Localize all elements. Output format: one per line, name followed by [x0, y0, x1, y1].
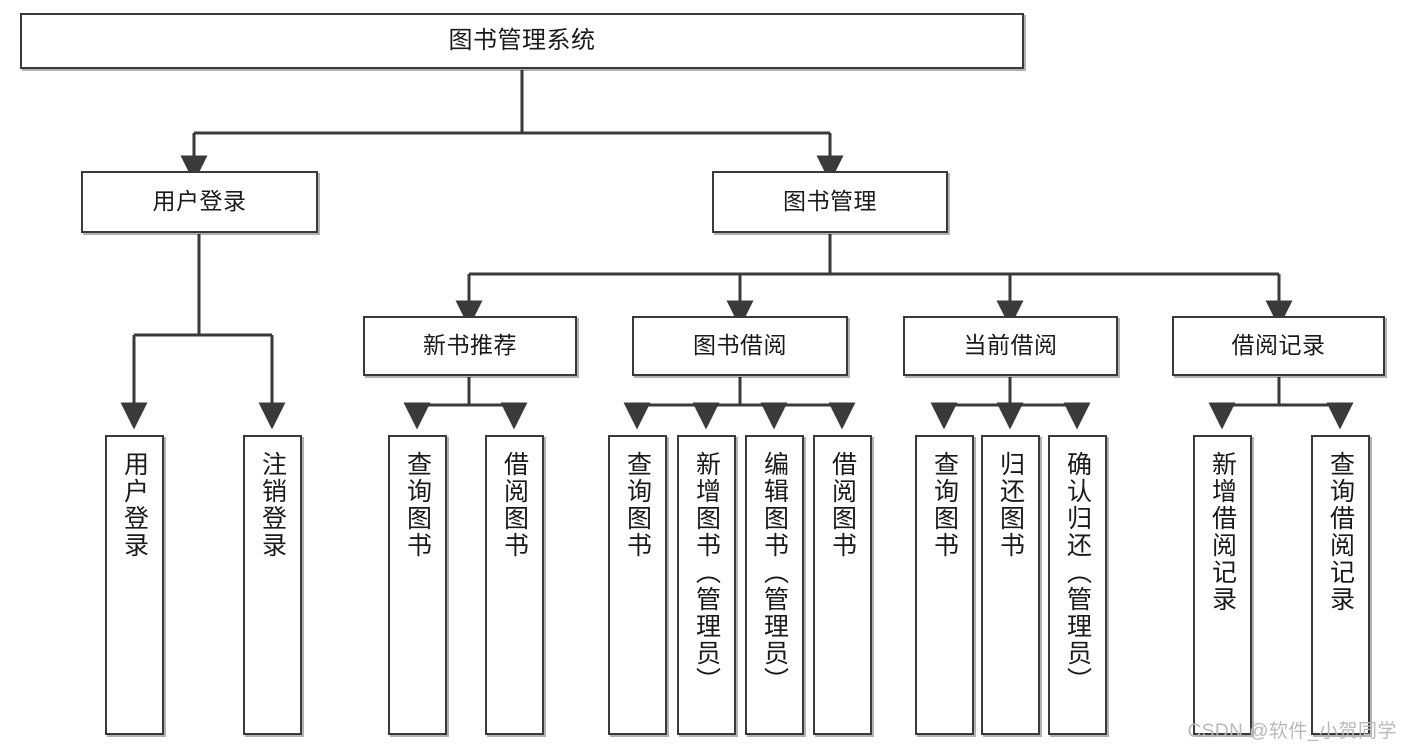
leaf-query-book-3-label: 查询图书 [930, 451, 959, 559]
watermark: CSDN @软件_小贺同学 [1187, 721, 1397, 742]
leaf-edit-book-label: 编辑图书（管理员） [760, 451, 789, 694]
leaf-query-book-2[interactable]: 查询图书 [608, 435, 667, 735]
leaf-confirm-return-label: 确认归还（管理员） [1063, 451, 1092, 694]
node-book-manage-label: 图书管理 [783, 188, 877, 215]
leaf-logout-login[interactable]: 注销登录 [243, 435, 302, 735]
leaf-user-login-label: 用户登录 [120, 451, 149, 559]
node-user-login[interactable]: 用户登录 [81, 171, 318, 233]
leaf-add-book-label: 新增图书（管理员） [692, 451, 721, 694]
node-book-borrow-label: 图书借阅 [693, 332, 787, 359]
node-root[interactable]: 图书管理系统 [20, 13, 1024, 69]
leaf-logout-login-label: 注销登录 [258, 451, 287, 559]
leaf-query-book-3[interactable]: 查询图书 [915, 435, 974, 735]
leaf-add-book[interactable]: 新增图书（管理员） [677, 435, 736, 735]
leaf-return-book-label: 归还图书 [996, 451, 1025, 559]
node-book-manage[interactable]: 图书管理 [712, 171, 948, 233]
node-new-book-recommend-label: 新书推荐 [423, 332, 517, 359]
leaf-user-login[interactable]: 用户登录 [105, 435, 164, 735]
leaf-return-book[interactable]: 归还图书 [981, 435, 1040, 735]
leaf-query-book-2-label: 查询图书 [623, 451, 652, 559]
node-new-book-recommend[interactable]: 新书推荐 [363, 316, 577, 376]
leaf-query-record[interactable]: 查询借阅记录 [1311, 435, 1370, 735]
leaf-query-record-label: 查询借阅记录 [1326, 451, 1355, 613]
leaf-borrow-book-2-label: 借阅图书 [828, 451, 857, 559]
leaf-borrow-book-2[interactable]: 借阅图书 [813, 435, 872, 735]
node-borrow-record[interactable]: 借阅记录 [1172, 316, 1385, 376]
leaf-borrow-book-1[interactable]: 借阅图书 [485, 435, 544, 735]
leaf-add-record[interactable]: 新增借阅记录 [1193, 435, 1252, 735]
leaf-add-record-label: 新增借阅记录 [1208, 451, 1237, 613]
leaf-query-book-1[interactable]: 查询图书 [388, 435, 447, 735]
leaf-confirm-return[interactable]: 确认归还（管理员） [1048, 435, 1107, 735]
node-borrow-record-label: 借阅记录 [1231, 332, 1326, 359]
node-user-login-label: 用户登录 [152, 188, 247, 215]
leaf-borrow-book-1-label: 借阅图书 [500, 451, 529, 559]
node-current-borrow[interactable]: 当前借阅 [903, 316, 1118, 376]
node-book-borrow[interactable]: 图书借阅 [632, 316, 848, 376]
node-root-label: 图书管理系统 [448, 26, 596, 54]
leaf-edit-book[interactable]: 编辑图书（管理员） [745, 435, 804, 735]
node-current-borrow-label: 当前借阅 [963, 332, 1058, 359]
leaf-query-book-1-label: 查询图书 [403, 451, 432, 559]
